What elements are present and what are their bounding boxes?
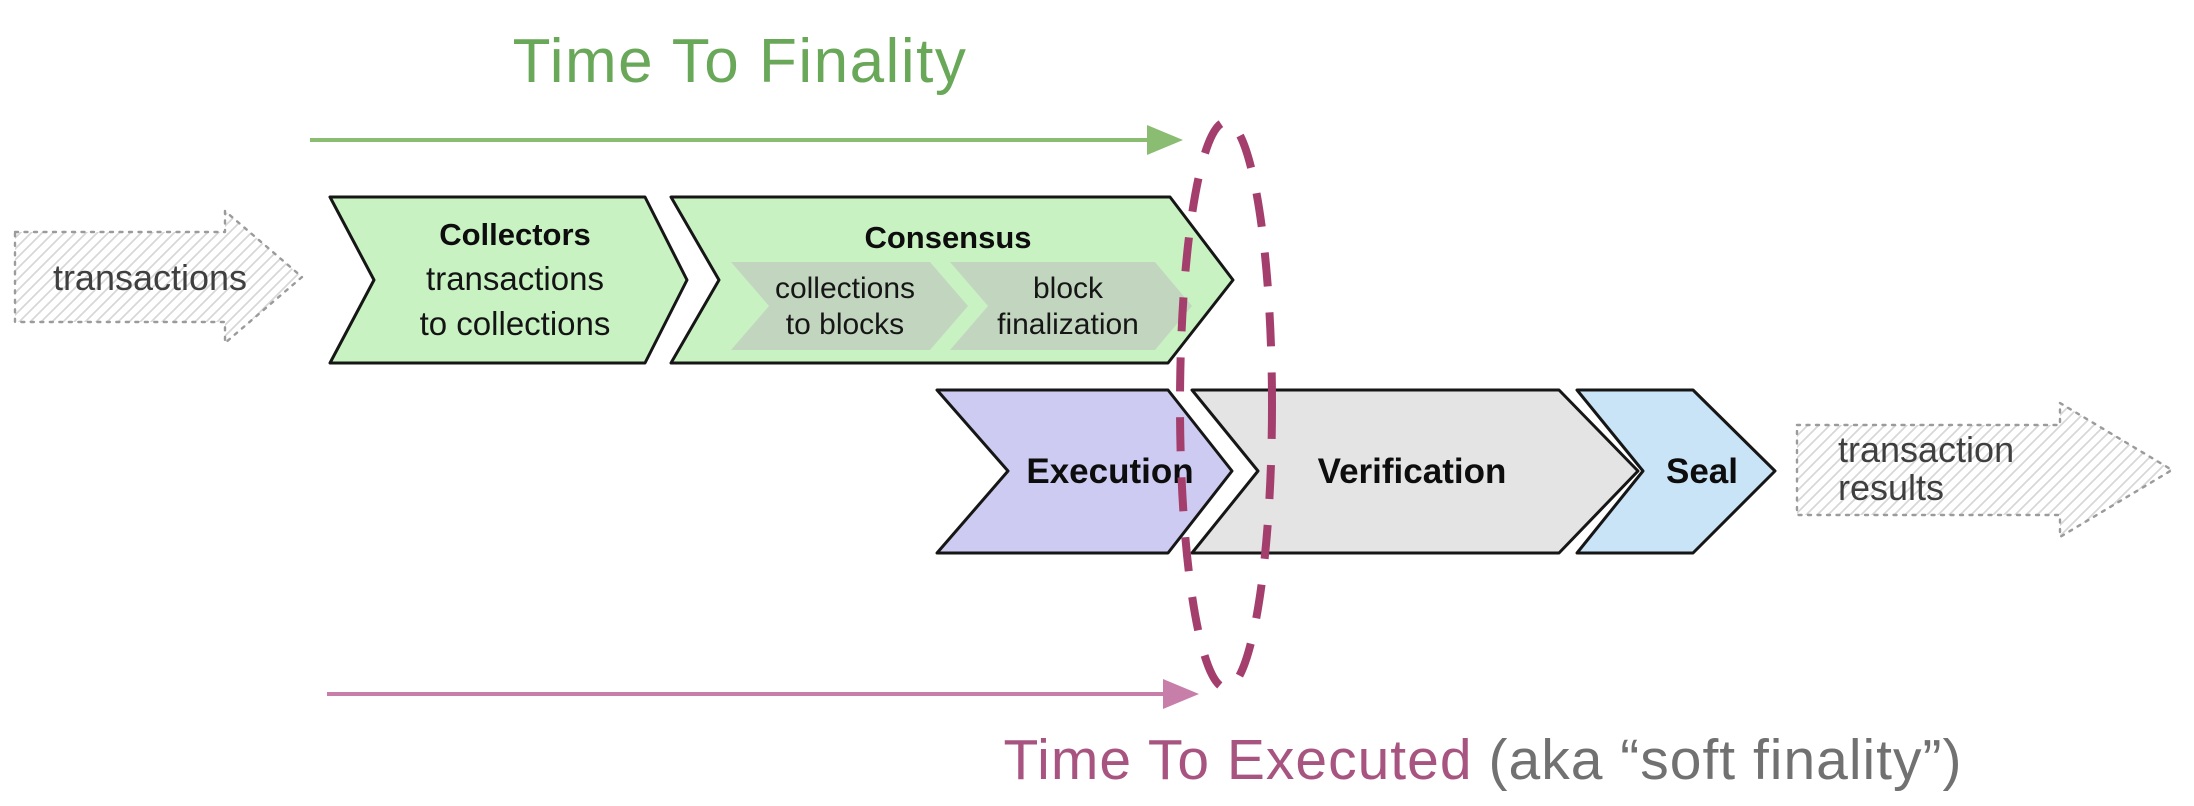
output-label-line1: transaction [1838, 429, 2014, 470]
executed-arrow-head [1163, 679, 1199, 709]
stage-verification-shape [1190, 388, 1640, 555]
finality-arrow-head [1147, 125, 1183, 155]
time-to-executed-label: Time To Executed [1003, 728, 1473, 792]
stage-seal-title: Seal [1666, 452, 1738, 491]
finality-timeline-arrow [310, 125, 1183, 155]
stage-collectors-line1: transactions [426, 260, 604, 297]
executed-timeline-arrow [327, 679, 1199, 709]
substage-collections-line1: collections [775, 272, 915, 305]
stage-seal: Seal [1575, 388, 1777, 555]
executed-boundary-ellipse [1176, 118, 1276, 692]
stage-consensus: Consensus collections to blocks block fi… [669, 195, 1235, 365]
stage-collectors: Collectors transactions to collections [328, 195, 689, 365]
stage-seal-shape [1575, 388, 1777, 555]
soft-finality-note: (aka “soft finality”) [1488, 728, 1963, 792]
output-label-line2: results [1838, 467, 1944, 508]
transaction-results-output-arrow-shape [1795, 401, 2174, 539]
transactions-input-label: transactions [53, 257, 247, 298]
substage-collections-to-blocks: collections to blocks [731, 262, 968, 350]
stage-execution: Execution [935, 388, 1234, 555]
substage-block-finalization: block finalization [950, 262, 1192, 350]
transaction-results-output-arrow: transaction results [1795, 401, 2174, 539]
stage-verification: Verification [1190, 388, 1640, 555]
stage-collectors-title: Collectors [439, 217, 591, 252]
substage-collections-line2: to blocks [786, 308, 904, 341]
transactions-input-arrow: transactions [13, 209, 304, 345]
time-to-finality-title: Time To Finality [512, 27, 968, 96]
transactions-input-arrow-shape [13, 209, 304, 345]
stage-verification-title: Verification [1318, 452, 1507, 491]
time-to-executed-title: Time To Executed (aka “soft finality”) [900, 727, 2066, 793]
substage-finalization-line2: finalization [997, 308, 1139, 341]
stage-collectors-line2: to collections [420, 305, 611, 342]
substage-finalization-line1: block [1033, 272, 1104, 305]
substage-collections-to-blocks-shape [731, 262, 968, 350]
stage-collectors-shape [328, 195, 689, 365]
stage-execution-title: Execution [1026, 452, 1193, 491]
stage-consensus-title: Consensus [864, 220, 1031, 255]
stage-execution-shape [935, 388, 1234, 555]
substage-block-finalization-shape [950, 262, 1192, 350]
